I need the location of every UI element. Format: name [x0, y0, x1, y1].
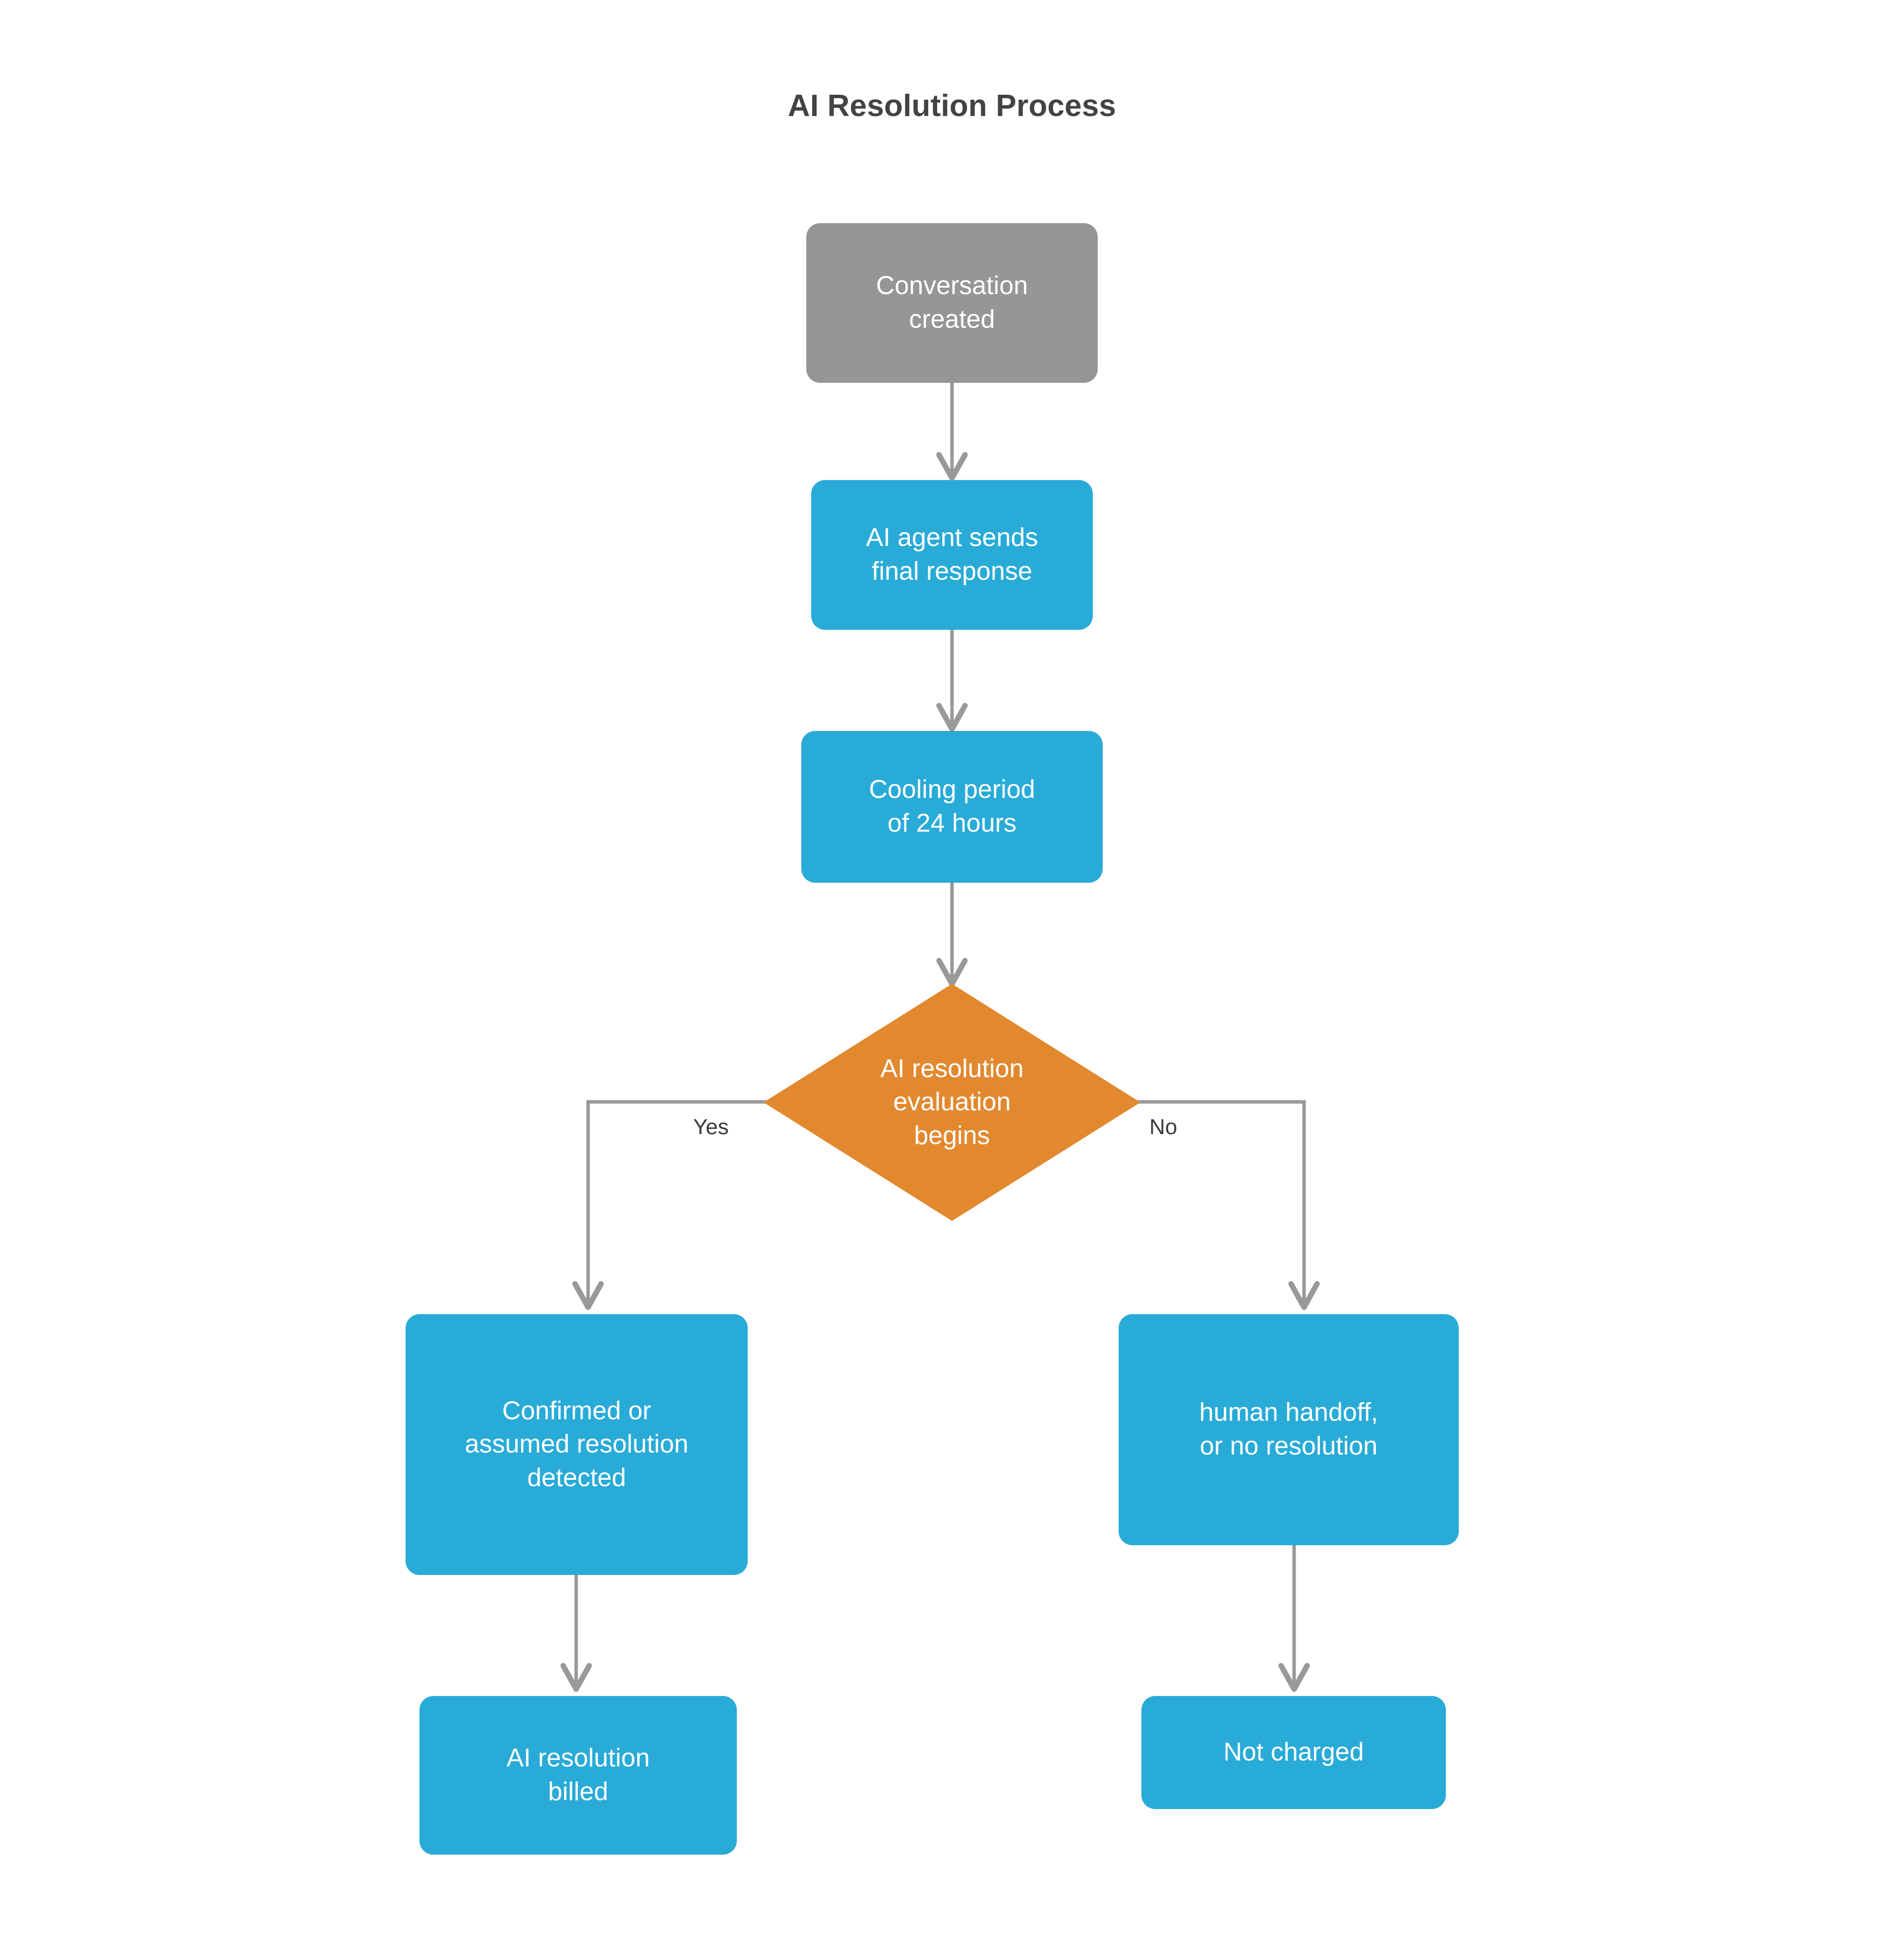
edge-label-no: No	[1149, 1115, 1178, 1139]
edge-label-yes: Yes	[693, 1115, 729, 1139]
node-label-not-charged: Not charged	[1223, 1738, 1364, 1767]
node-conversation-created[interactable]: Conversation created	[806, 223, 1098, 383]
node-resolution-billed[interactable]: AI resolution billed	[419, 1696, 737, 1855]
node-label-resolution-billed: AI resolution billed	[506, 1744, 650, 1806]
page-title: AI Resolution Process	[787, 89, 1117, 123]
node-label-conversation-created: Conversation created	[876, 271, 1028, 334]
node-ai-resolution-evaluation[interactable]: AI resolution evaluation begins	[764, 984, 1140, 1221]
node-human-handoff[interactable]: human handoff, or no resolution	[1119, 1314, 1459, 1545]
node-label-ai-agent-final-response: AI agent sends final response	[866, 523, 1038, 586]
node-resolution-detected[interactable]: Confirmed or assumed resolution detected	[406, 1314, 748, 1575]
node-label-ai-resolution-evaluation: AI resolution evaluation begins	[880, 1054, 1024, 1150]
node-label-human-handoff: human handoff, or no resolution	[1199, 1398, 1378, 1460]
node-cooling-period[interactable]: Cooling period of 24 hours	[801, 731, 1103, 883]
node-ai-agent-final-response[interactable]: AI agent sends final response	[811, 480, 1093, 630]
connector-decision-yes	[588, 1100, 768, 1305]
node-not-charged[interactable]: Not charged	[1141, 1696, 1446, 1809]
node-label-cooling-period: Cooling period of 24 hours	[869, 775, 1035, 838]
node-label-resolution-detected: Confirmed or assumed resolution detected	[465, 1396, 689, 1492]
